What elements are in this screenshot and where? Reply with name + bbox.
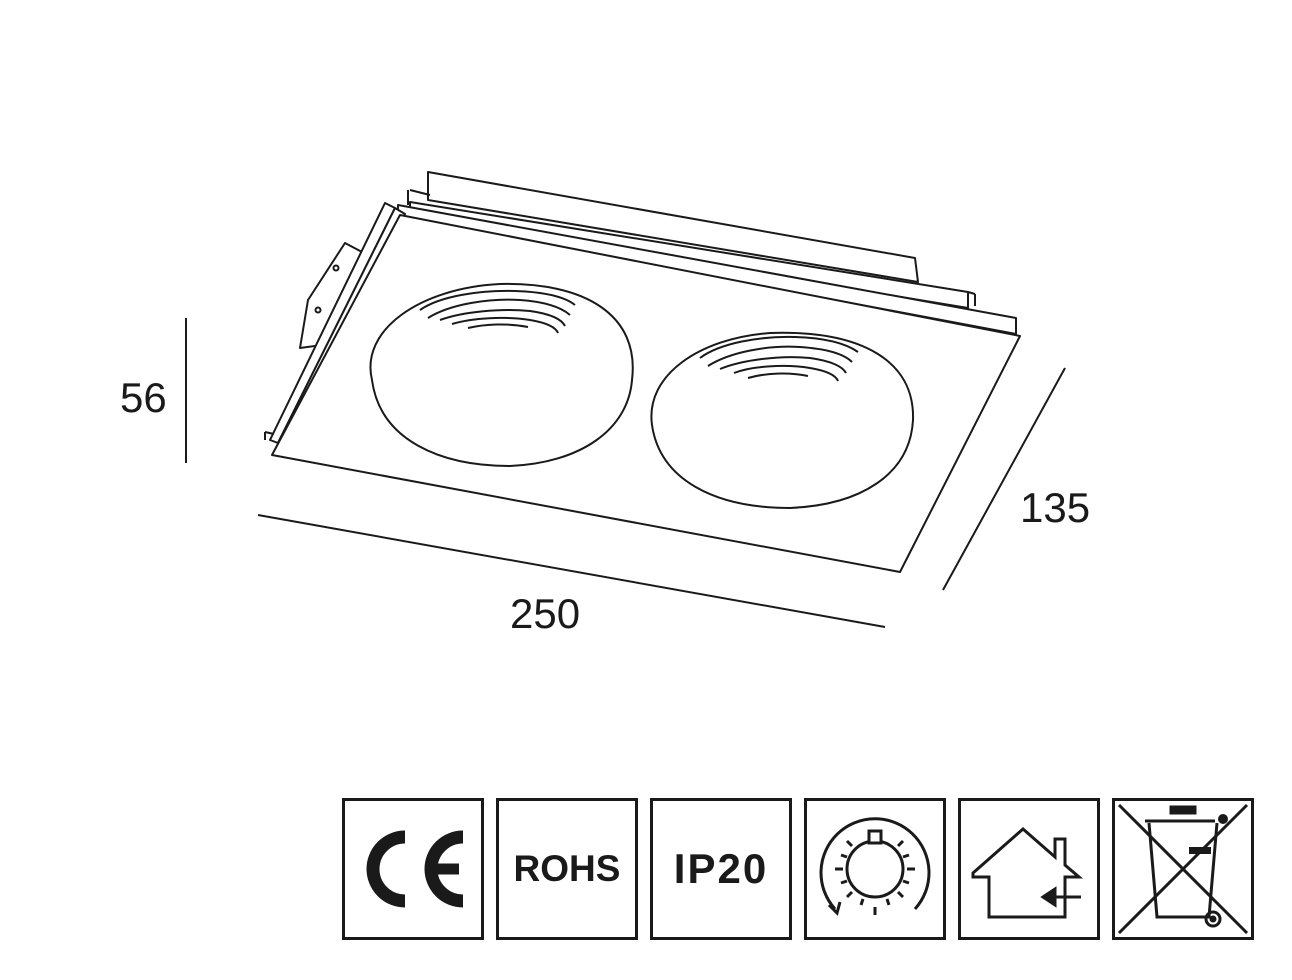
rear-rail bbox=[427, 171, 919, 283]
right-recess-hole bbox=[650, 331, 915, 509]
left-recess-hole bbox=[369, 282, 634, 467]
length-dimension-line bbox=[257, 514, 886, 628]
weee-disposal-icon bbox=[1112, 798, 1254, 940]
indoor-use-icon bbox=[958, 798, 1100, 940]
front-plate bbox=[271, 214, 1021, 573]
height-dimension-label: 56 bbox=[120, 374, 167, 421]
depth-dimension-line bbox=[942, 367, 1066, 591]
rohs-icon: ROHS bbox=[496, 798, 638, 940]
depth-dimension-label: 135 bbox=[1020, 484, 1090, 531]
dimmable-icon bbox=[804, 798, 946, 940]
ip-rating-icon: IP20 bbox=[650, 798, 792, 940]
certification-icon-row: ROHS IP20 bbox=[342, 798, 1254, 940]
rohs-label: ROHS bbox=[513, 848, 621, 889]
length-dimension-label: 250 bbox=[510, 590, 580, 637]
ce-mark-icon bbox=[342, 798, 484, 940]
product-dimension-drawing: 56 250 135 bbox=[120, 171, 1090, 637]
ip-rating-label: IP20 bbox=[673, 845, 769, 892]
